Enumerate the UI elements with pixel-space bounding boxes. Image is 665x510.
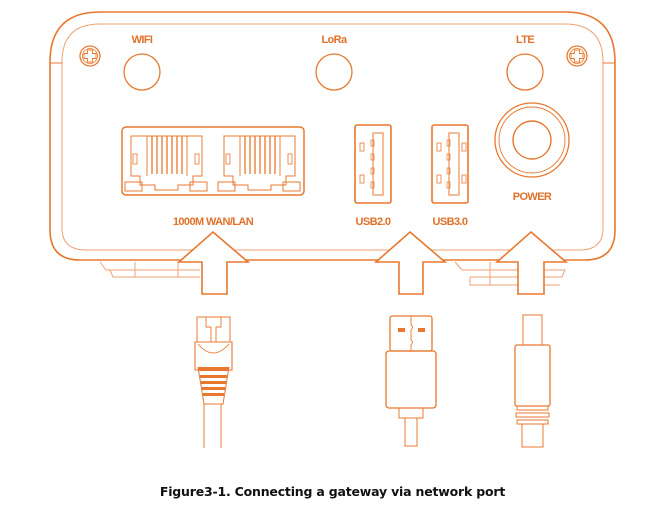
screw-left-icon [79, 45, 101, 67]
arrow-up-usb-icon [373, 230, 448, 295]
ethernet-port-label: 1000M WAN/LAN [173, 216, 254, 228]
wifi-label: WIFI [132, 34, 153, 46]
device-enclosure-outer [49, 11, 616, 261]
ethernet-port-block [121, 126, 305, 196]
usb3-port [431, 124, 469, 204]
power-jack [494, 102, 570, 178]
ethernet-cable-icon [194, 316, 233, 448]
power-port-label: POWER [513, 191, 552, 203]
screw-right-icon [566, 45, 588, 67]
figure-caption: Figure3-1. Connecting a gateway via netw… [159, 484, 506, 499]
arrow-up-power-icon [494, 230, 569, 295]
ethernet-port-1 [124, 135, 208, 192]
lte-antenna-connector [506, 53, 544, 91]
usb2-port-label: USB2.0 [356, 216, 391, 228]
power-cable-icon [514, 314, 551, 448]
gateway-connection-diagram: WIFI LoRa LTE 1000M WAN/LAN USB2.0 USB3.… [49, 11, 616, 448]
ethernet-port-2 [217, 135, 301, 192]
device-foot-right [454, 261, 566, 286]
lora-antenna-connector [315, 53, 353, 91]
wifi-antenna-connector [123, 53, 161, 91]
usb3-port-label: USB3.0 [433, 216, 468, 228]
usb-cable-icon [385, 315, 437, 447]
device-foot-left [99, 261, 200, 278]
lte-label: LTE [516, 34, 534, 46]
device-enclosure-inner [61, 23, 604, 251]
arrow-up-ethernet-icon [176, 230, 251, 295]
lora-label: LoRa [321, 34, 348, 46]
usb2-port [354, 124, 392, 204]
